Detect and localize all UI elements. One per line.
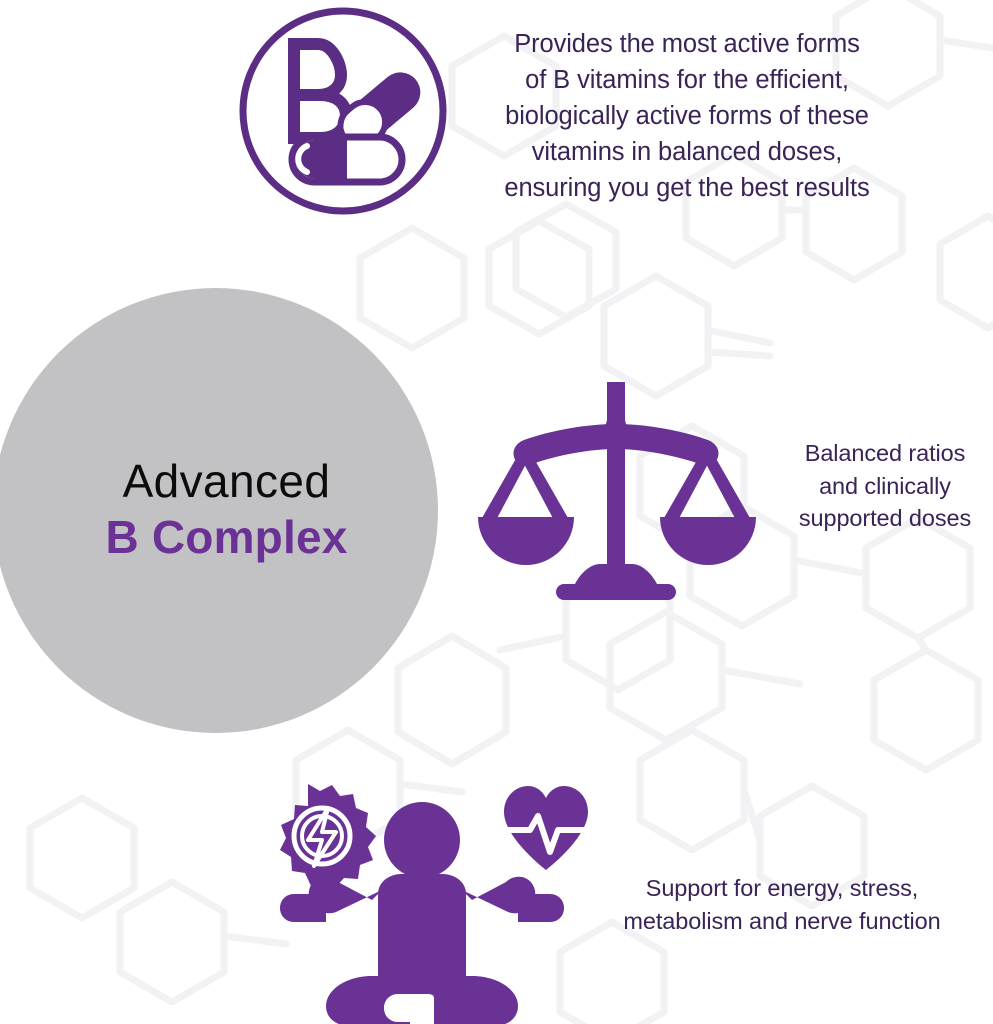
claim-3-line-2: metabolism and nerve function: [623, 907, 941, 934]
claim-2-line-3: supported doses: [798, 505, 972, 531]
claim-3-line-1: Support for energy, stress,: [645, 875, 919, 901]
claim-1-line-2: of B vitamins for the efficient,: [525, 66, 849, 94]
horizontal-capsule-icon: [288, 133, 406, 186]
claim-1-line-4: vitamins in balanced doses,: [531, 138, 843, 166]
product-name-advanced: Advanced: [122, 455, 331, 508]
balance-scale-icon: [478, 382, 756, 600]
product-name-b-complex: B Complex: [105, 511, 348, 564]
claim-active-forms-text: Provides the most active forms of B vita…: [462, 26, 912, 206]
badge-ring: [239, 7, 447, 215]
claim-2-line-1: Balanced ratios: [804, 440, 966, 466]
product-name-circle: Advanced B Complex: [0, 288, 438, 733]
claim-1-line-3: biologically active forms of these: [505, 102, 869, 130]
claim-energy-support-text: Support for energy, stress, metabolism a…: [572, 872, 992, 937]
wellbeing-icon-group: [280, 784, 589, 1024]
b-vitamin-badge-icon: [239, 7, 447, 215]
claim-1-line-5: ensuring you get the best results: [504, 174, 870, 202]
gear-lightning-bolt-icon: [280, 784, 376, 888]
heart-heartbeat-icon: [503, 786, 589, 870]
claim-1-line-1: Provides the most active forms: [514, 30, 860, 58]
claim-balanced-ratios-text: Balanced ratios and clinically supported…: [776, 437, 993, 535]
claim-2-line-2: and clinically: [819, 472, 951, 499]
